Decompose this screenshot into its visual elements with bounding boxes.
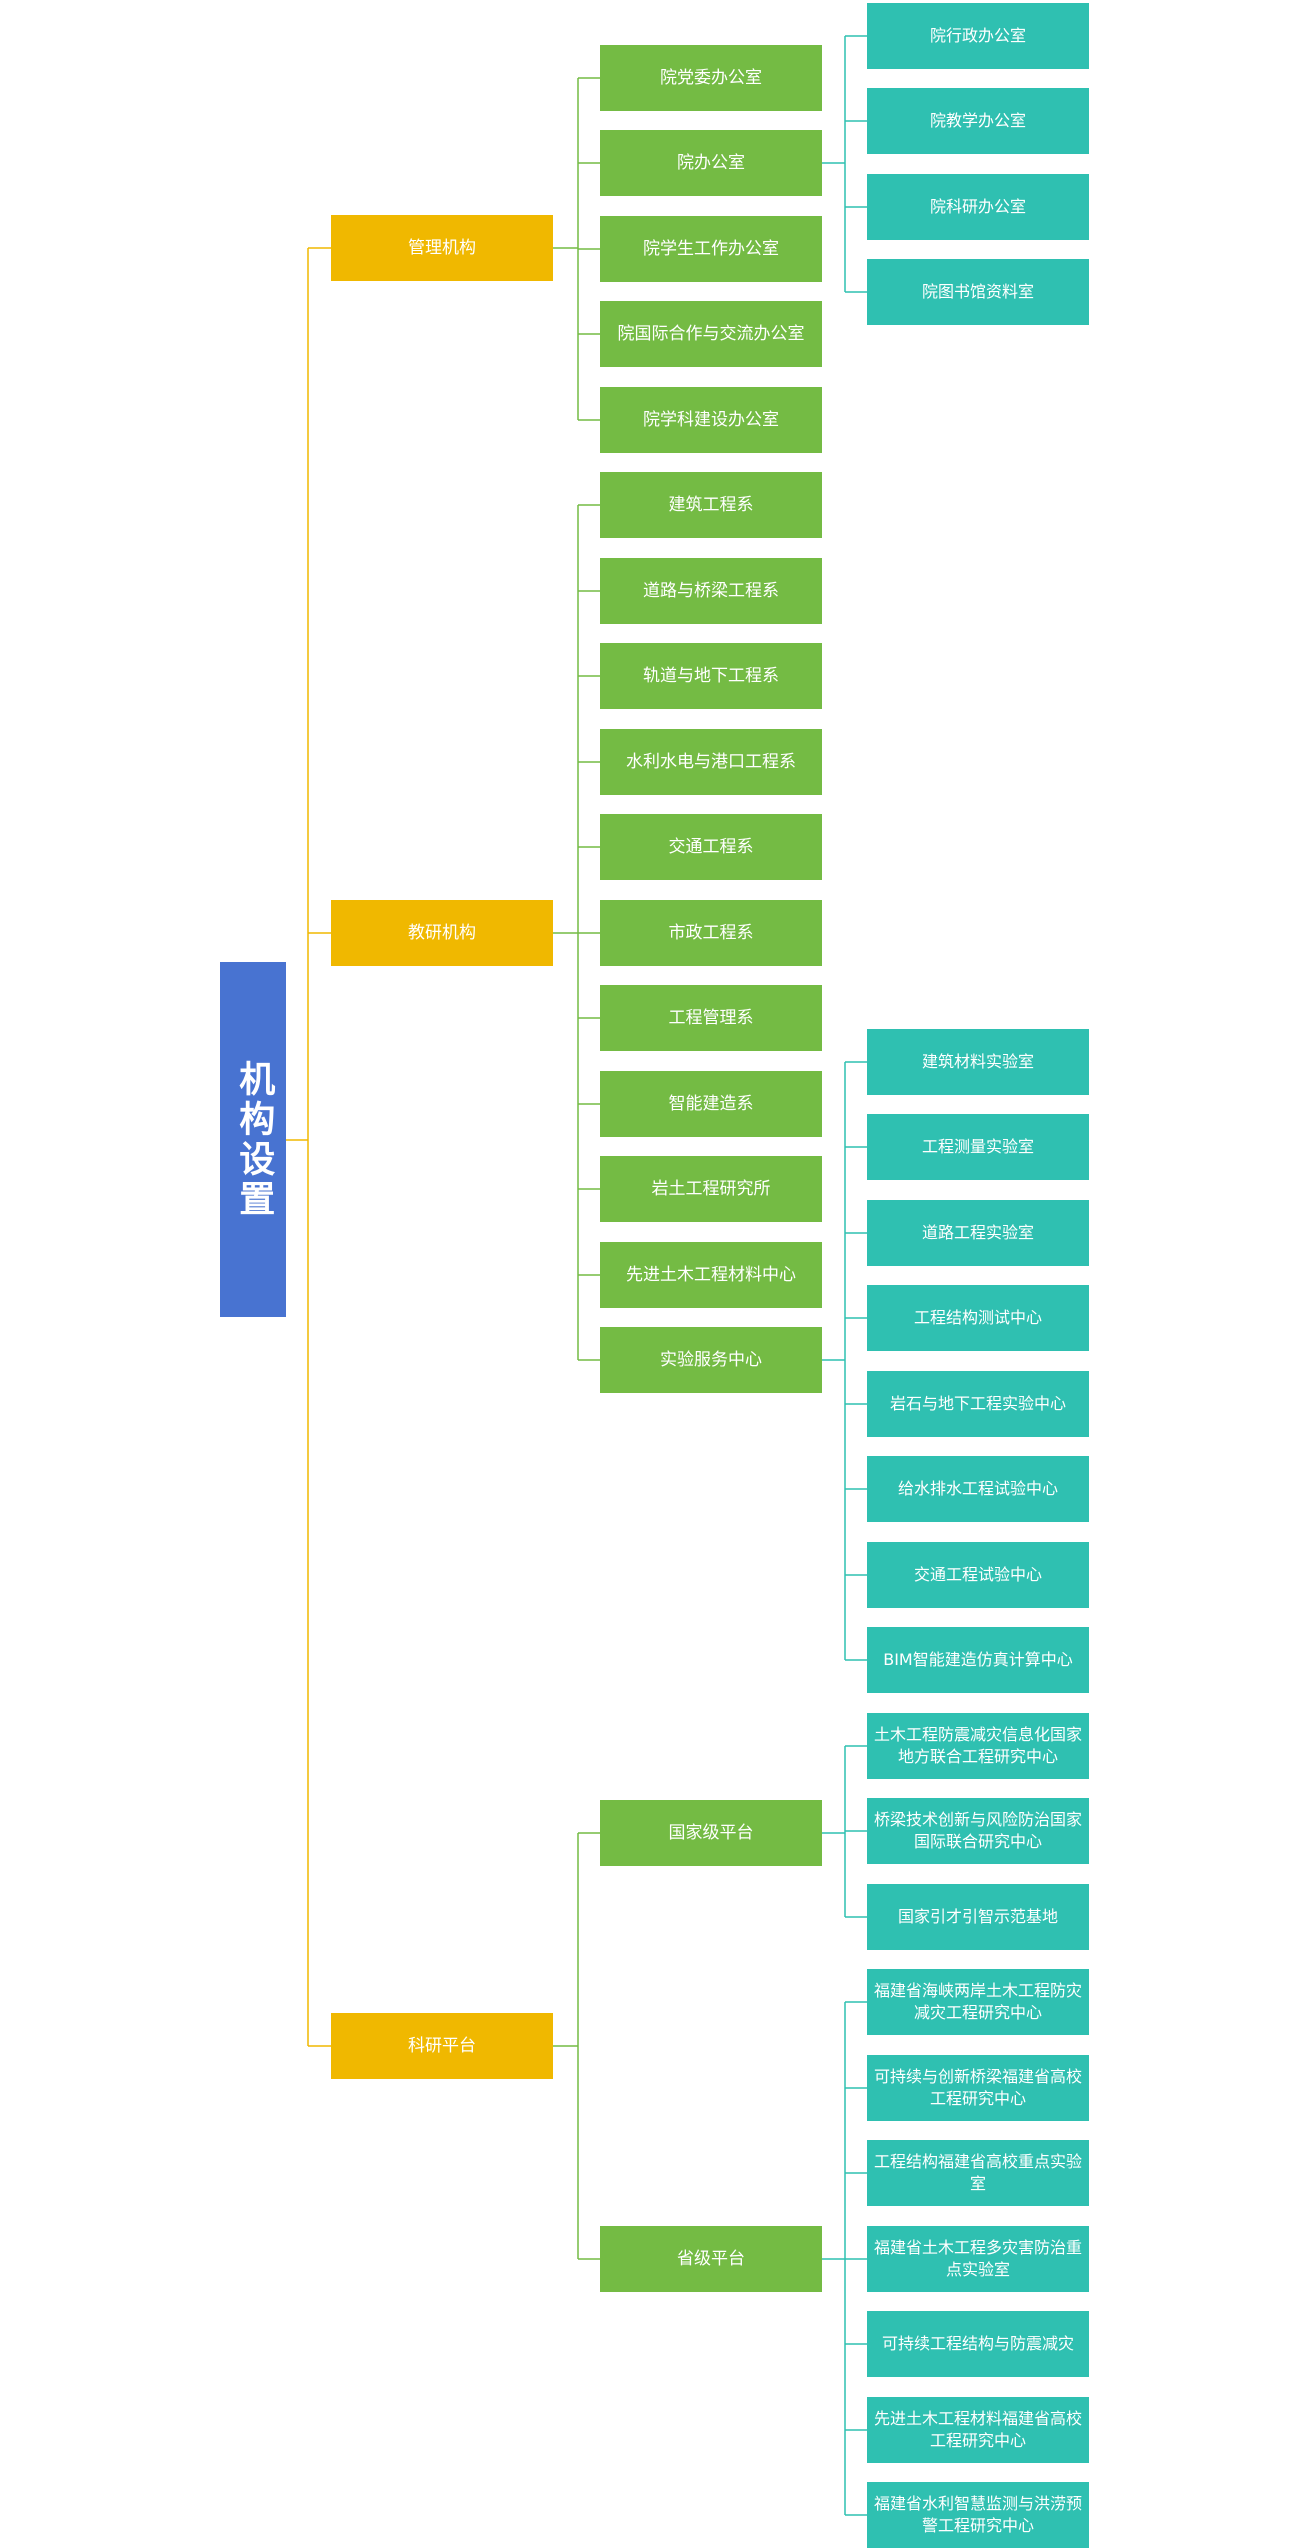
leaf-national-2: 桥梁技术创新与风险防治国家国际联合研究中心 <box>867 1798 1089 1864</box>
node-national-platform: 国家级平台 <box>600 1800 822 1866</box>
node-college-office: 院办公室 <box>600 130 822 196</box>
leaf-office-1: 院行政办公室 <box>867 3 1089 69</box>
leaf-lab-8: BIM智能建造仿真计算中心 <box>867 1627 1089 1693</box>
leaf-provincial-6: 先进土木工程材料福建省高校工程研究中心 <box>867 2397 1089 2463</box>
leaf-provincial-3: 工程结构福建省高校重点实验室 <box>867 2140 1089 2206</box>
branch-management: 管理机构 <box>331 215 553 281</box>
node-dept-6: 市政工程系 <box>600 900 822 966</box>
leaf-provincial-4: 福建省土木工程多灾害防治重点实验室 <box>867 2226 1089 2292</box>
node-international-office: 院国际合作与交流办公室 <box>600 301 822 367</box>
leaf-lab-7: 交通工程试验中心 <box>867 1542 1089 1608</box>
branch-research-platforms: 科研平台 <box>331 2013 553 2079</box>
node-lab-service-center: 实验服务中心 <box>600 1327 822 1393</box>
node-dept-9: 岩土工程研究所 <box>600 1156 822 1222</box>
leaf-office-3: 院科研办公室 <box>867 174 1089 240</box>
leaf-office-2: 院教学办公室 <box>867 88 1089 154</box>
leaf-lab-5: 岩石与地下工程实验中心 <box>867 1371 1089 1437</box>
leaf-lab-2: 工程测量实验室 <box>867 1114 1089 1180</box>
node-dept-5: 交通工程系 <box>600 814 822 880</box>
node-dept-7: 工程管理系 <box>600 985 822 1051</box>
leaf-lab-4: 工程结构测试中心 <box>867 1285 1089 1351</box>
node-discipline-office: 院学科建设办公室 <box>600 387 822 453</box>
node-dept-4: 水利水电与港口工程系 <box>600 729 822 795</box>
node-provincial-platform: 省级平台 <box>600 2226 822 2292</box>
node-dept-8: 智能建造系 <box>600 1071 822 1137</box>
leaf-lab-3: 道路工程实验室 <box>867 1200 1089 1266</box>
leaf-national-1: 土木工程防震减灾信息化国家地方联合工程研究中心 <box>867 1713 1089 1779</box>
branch-teaching-research: 教研机构 <box>331 900 553 966</box>
node-dept-3: 轨道与地下工程系 <box>600 643 822 709</box>
node-dept-2: 道路与桥梁工程系 <box>600 558 822 624</box>
leaf-lab-6: 给水排水工程试验中心 <box>867 1456 1089 1522</box>
leaf-national-3: 国家引才引智示范基地 <box>867 1884 1089 1950</box>
leaf-provincial-5: 可持续工程结构与防震减灾 <box>867 2311 1089 2377</box>
leaf-provincial-2: 可持续与创新桥梁福建省高校工程研究中心 <box>867 2055 1089 2121</box>
node-student-affairs-office: 院学生工作办公室 <box>600 216 822 282</box>
node-dept-10: 先进土木工程材料中心 <box>600 1242 822 1308</box>
leaf-office-4: 院图书馆资料室 <box>867 259 1089 325</box>
root-node: 机构设置 <box>220 962 286 1317</box>
node-dept-1: 建筑工程系 <box>600 472 822 538</box>
leaf-lab-1: 建筑材料实验室 <box>867 1029 1089 1095</box>
leaf-provincial-7: 福建省水利智慧监测与洪涝预警工程研究中心 <box>867 2482 1089 2548</box>
leaf-provincial-1: 福建省海峡两岸土木工程防灾减灾工程研究中心 <box>867 1969 1089 2035</box>
root-label: 机构设置 <box>233 1059 275 1220</box>
node-party-office: 院党委办公室 <box>600 45 822 111</box>
